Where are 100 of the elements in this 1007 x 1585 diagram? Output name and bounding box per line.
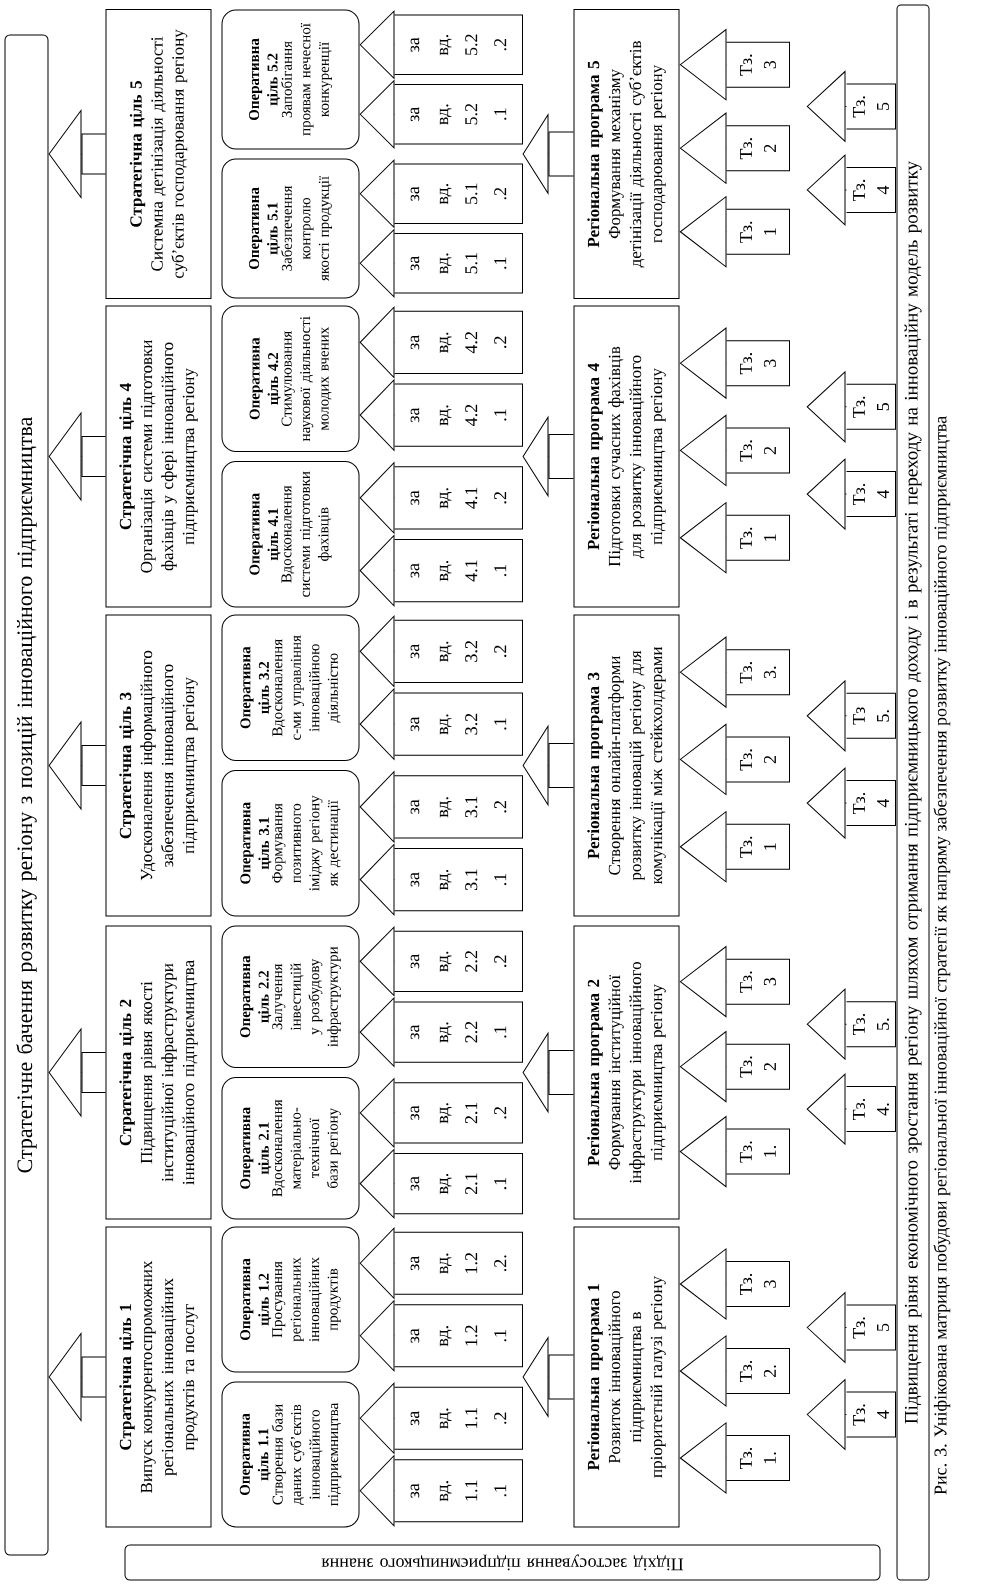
arrow-shaft: за вд. 3.1 .2	[394, 775, 523, 839]
arrow-shaft: за вд. 3.2 .1	[394, 692, 523, 756]
arrow-head	[806, 371, 847, 443]
block-arrow	[48, 721, 106, 810]
result-box: Підвищення рівня економічного зростання регіону шляхом отримання підприємницького доходу і в результаті переходу на інноваційну модель розвитку	[896, 4, 930, 1581]
arrow-shaft: Тз. 4.	[846, 1086, 896, 1133]
arrow-shaft: Тз. 3	[726, 340, 790, 387]
arrow-head	[359, 462, 395, 534]
arrow-shaft: Тз. 3	[726, 958, 790, 1005]
arrow-shaft: за вд. 1.1 .2	[394, 1386, 523, 1450]
arrow-head	[359, 10, 395, 79]
arrow-head	[359, 306, 395, 379]
program-box: Регіональна програма 3 Створення онлайн-платформи розвитку інновацій регіону для комунікації між стейкхолдерами	[573, 614, 680, 917]
arrow-shaft: за вд. 1.2 .1	[394, 1304, 523, 1368]
arrow-head	[806, 1379, 847, 1450]
arrow-shaft: за вд. 2.2 .1	[394, 1001, 523, 1063]
objective-box: Оперативна ціль 2.2 Залучення інвестицій у розбудову інфраструктури	[221, 925, 360, 1068]
goal-box: Стратегічна ціль 4 Організація системи підготовки фахівців у сфері інноваційного підприємництва регіону	[105, 305, 212, 608]
objective-box: Оперативна ціль 1.2 Просування регіональних інноваційних продуктів	[221, 1226, 360, 1373]
arrow-head	[679, 946, 727, 1018]
arrow-head	[359, 1078, 395, 1148]
arrow-head	[806, 71, 847, 142]
arrow-head	[359, 615, 395, 688]
objective-box: Оперативна ціль 5.2 Запобігання проявам нечесної конкуренції	[221, 9, 360, 150]
arrow-shaft: за вд. 2.1 .1	[394, 1152, 523, 1215]
arrow-shaft: Тз. 4	[846, 471, 896, 518]
arrow-head	[806, 1073, 847, 1145]
block-arrow	[522, 1337, 574, 1417]
arrow-shaft: за вд. 1.2 .2.	[394, 1231, 523, 1295]
arrow-shaft: за вд. 4.2 .1	[394, 383, 523, 447]
arrow-shaft: Тз. 2.	[726, 1348, 790, 1394]
arrow-head	[679, 1116, 727, 1188]
arrow-shaft: за вд. 5.1 .1	[394, 233, 523, 294]
arrow-head	[359, 1148, 395, 1219]
objective-box: Оперативна ціль 5.1 Забезпечення контролю якості продукції	[221, 158, 360, 299]
arrow-shaft: Тз. 1.	[726, 1128, 790, 1175]
arrow-head	[679, 1335, 727, 1407]
arrow-shaft: за вд. 3.2 .2	[394, 619, 523, 683]
arrow-head	[679, 1248, 727, 1320]
arrow-shaft: Тз. 4	[846, 167, 896, 213]
arrow-shaft: за вд. 1.1 .1	[394, 1459, 523, 1523]
block-arrow	[522, 725, 574, 806]
objective-box: Оперативна ціль 1.1 Створення бази даних суб’єктів інноваційного підприємництва	[221, 1381, 360, 1528]
block-arrow	[48, 109, 106, 199]
arrow-shaft: за вд. 2.2 .2	[394, 930, 523, 993]
arrow-head	[359, 771, 395, 843]
vision-box: Стратегічне бачення розвитку регіону з позицій інноваційного підприємництва	[4, 34, 49, 1556]
goal-box: Стратегічна ціль 2 Підвищення рівня якості інституційної інфраструктури інноваційного підприємництва	[105, 925, 212, 1220]
arrow-shaft: Тз. 2	[726, 1043, 790, 1090]
arrow-shaft: Тз. 2	[726, 736, 790, 783]
block-arrow	[522, 416, 574, 497]
objective-box: Оперативна ціль 4.1 Вдосконалення системи підготовки фахівців	[221, 461, 360, 608]
program-box: Регіональна програма 4 Підготовки сучасних фахівців для розвитку інноваційного підприємництва регіону	[573, 305, 680, 608]
arrow-head	[359, 843, 395, 916]
program-box: Регіональна програма 5 Формування механізму детінізації діяльності суб’єктів господарювання регіону	[573, 9, 680, 299]
objective-box: Оперативна ціль 3.2 Вдосконалення с-ми управління інноваційною діяльністю	[221, 614, 360, 761]
arrow-shaft: Тз. 5	[846, 383, 896, 430]
arrow-head	[679, 414, 727, 487]
arrow-head	[359, 80, 395, 149]
block-arrow	[522, 1032, 574, 1113]
arrow-head	[806, 154, 847, 226]
arrow-head	[806, 680, 847, 752]
arrow-head	[679, 723, 727, 796]
arrow-shaft: за вд. 4.1 .1	[394, 539, 523, 603]
arrow-shaft: Тз. 5	[846, 1304, 896, 1351]
arrow-shaft: Тз. 1	[726, 823, 790, 870]
arrow-head	[359, 1455, 395, 1527]
arrow-shaft: Тз. 1	[726, 514, 790, 561]
arrow-shaft: Тз. 1.	[726, 1435, 790, 1481]
arrow-shaft: Тз. 2	[726, 125, 790, 172]
banner-box: Підхід застосування підприємницького знання	[124, 1544, 881, 1581]
arrow-shaft: Тз. 4	[846, 780, 896, 827]
block-arrow	[48, 412, 106, 501]
arrow-shaft: за вд. 5.2 .1	[394, 84, 523, 145]
arrow-shaft: Тз 5.	[846, 692, 896, 739]
arrow-head	[359, 1382, 395, 1454]
arrow-head	[679, 502, 727, 574]
arrow-shaft: Тз. 1	[726, 208, 790, 255]
arrow-shaft: Тз. 5.	[846, 1001, 896, 1048]
arrow-head	[806, 1292, 847, 1363]
arrow-shaft: за вд. 3.1 .1	[394, 848, 523, 912]
block-arrow	[48, 1028, 106, 1117]
arrow-head	[359, 926, 395, 997]
arrow-head	[359, 1300, 395, 1372]
arrow-head	[359, 229, 395, 298]
arrow-head	[679, 196, 727, 268]
arrow-head	[679, 29, 727, 101]
arrow-head	[359, 379, 395, 451]
arrow-head	[679, 327, 727, 399]
arrow-head	[679, 112, 727, 184]
block-arrow	[48, 1332, 106, 1422]
arrow-shaft: за вд. 2.1 .2	[394, 1082, 523, 1144]
objective-box: Оперативна ціль 4.2 Стимулювання наукової діяльності молодих вчених	[221, 305, 360, 452]
arrow-head	[806, 988, 847, 1060]
goal-box: Стратегічна ціль 5 Системна детінізація діяльності суб’єктів господарювання регіону	[105, 9, 212, 299]
objective-box: Оперативна ціль 2.1 Вдосконалення матеріально-технічної бази регіону	[221, 1077, 360, 1220]
arrow-head	[359, 159, 395, 228]
goal-box: Стратегічна ціль 1 Випуск конкурентоспроможних регіональних інноваційних продуктів та послуг	[105, 1226, 212, 1528]
objective-box: Оперативна ціль 3.1 Формування позитивного іміджу регіону як дестинації	[221, 770, 360, 917]
arrow-head	[679, 811, 727, 883]
